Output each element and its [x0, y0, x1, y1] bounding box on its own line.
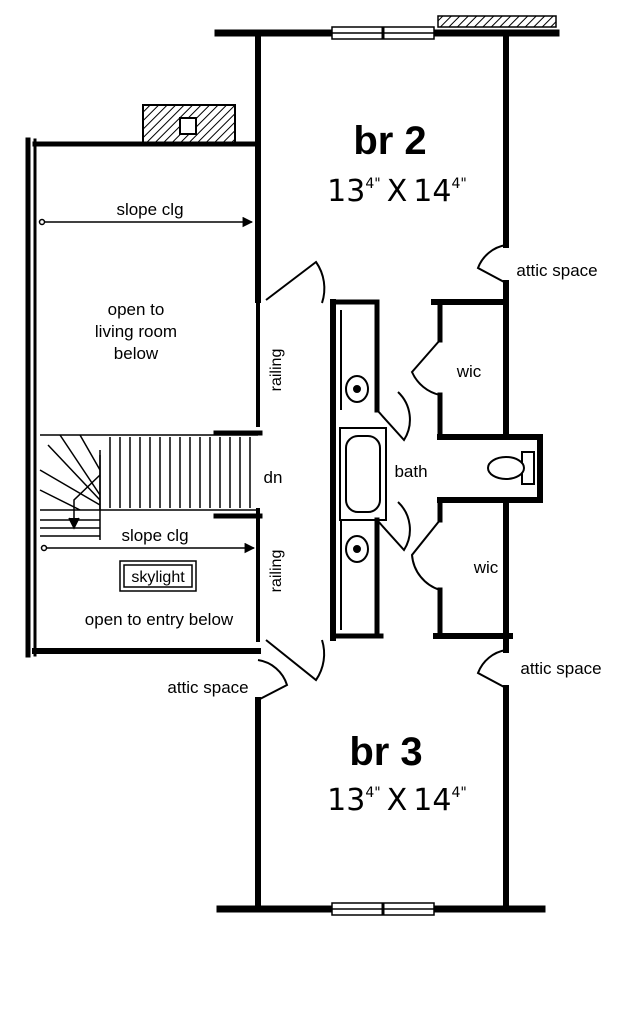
wic-lower-label: wic	[473, 558, 499, 577]
slope-clg-upper-label: slope clg	[116, 200, 183, 219]
stair-treads	[109, 437, 251, 508]
attic-space-upper-right: attic space	[516, 261, 597, 280]
walls	[25, 29, 560, 913]
vanity-upper	[340, 310, 369, 410]
open-living-line-1: open to	[108, 300, 165, 319]
toilet	[487, 451, 535, 485]
open-living-line-3: below	[114, 344, 159, 363]
stair-winders	[39, 434, 101, 540]
skylight-label: skylight	[131, 569, 185, 586]
window-top	[331, 26, 435, 40]
room-name-br2: br 2	[353, 119, 426, 163]
open-entry-label: open to entry below	[85, 610, 234, 629]
hatched-wall	[437, 15, 557, 28]
slope-clg-lower-label: slope clg	[121, 526, 188, 545]
vanity-lower	[340, 520, 369, 630]
bath-label: bath	[394, 462, 427, 481]
attic-space-lower-right: attic space	[520, 659, 601, 678]
chimney	[142, 104, 236, 146]
slope-clg-upper-arrow	[38, 216, 254, 228]
skylight-box	[119, 560, 197, 592]
wic-upper-label: wic	[456, 362, 482, 381]
slope-clg-lower-arrow	[40, 542, 256, 554]
railing-lower-label: railing	[268, 550, 285, 593]
window-bottom	[331, 902, 435, 916]
doors	[257, 244, 507, 701]
stairs-dn-label: dn	[264, 468, 283, 487]
staircase	[40, 434, 258, 511]
attic-space-lower-left: attic space	[167, 678, 248, 697]
open-living-line-2: living room	[95, 322, 177, 341]
room-name-br3: br 3	[349, 730, 422, 774]
bathtub	[339, 427, 387, 521]
railing-upper-label: railing	[268, 349, 285, 392]
